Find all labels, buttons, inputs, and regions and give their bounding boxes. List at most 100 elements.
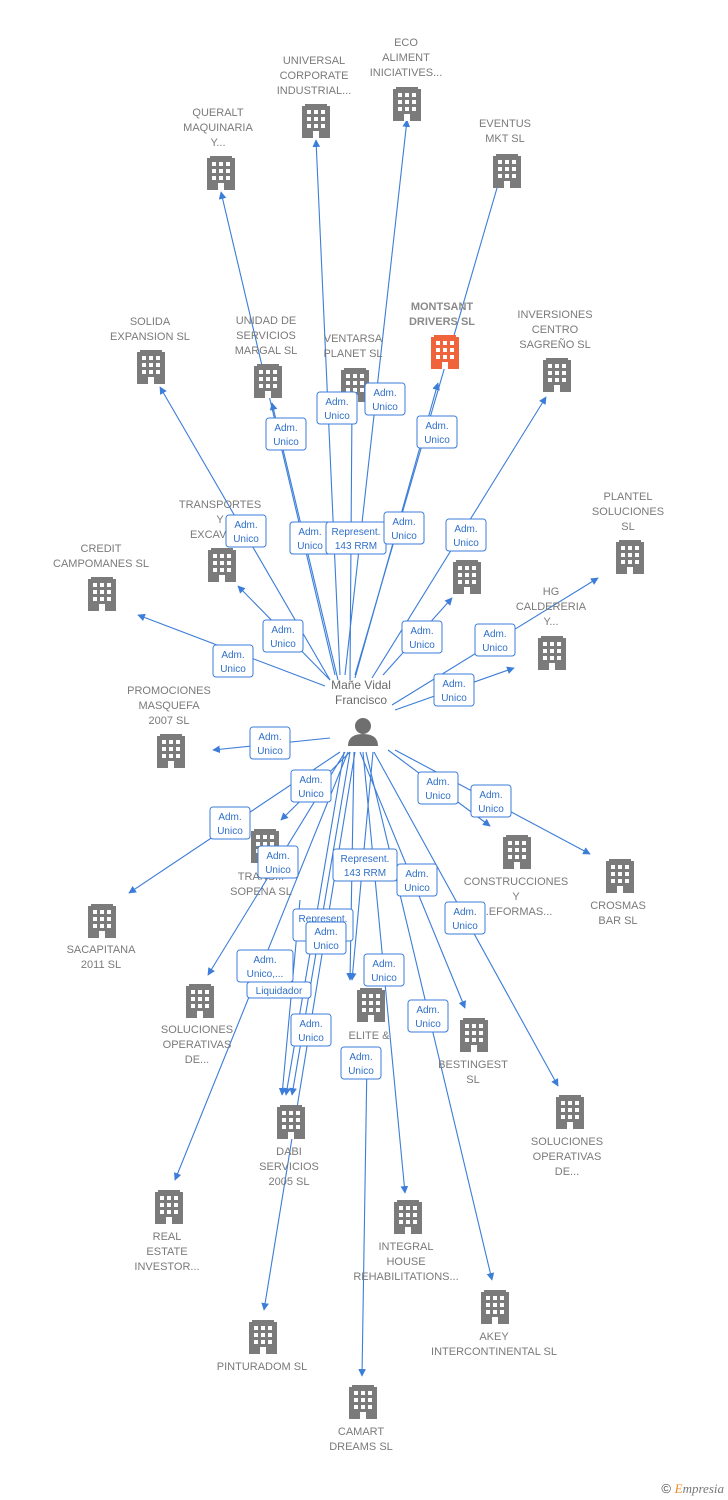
company-label: CORPORATE <box>280 70 349 82</box>
role-badge[interactable]: Adm.Unico <box>249 726 291 760</box>
role-badge[interactable]: Adm.Unico <box>401 620 443 654</box>
company-label: REHABILITATIONS... <box>353 1271 458 1283</box>
company-node-eco-aliment[interactable]: ECOALIMENTINICIATIVES... <box>370 37 443 121</box>
badge-label: Adm. <box>314 927 337 938</box>
building-icon <box>556 1095 584 1129</box>
company-label: CAMART <box>338 1426 385 1438</box>
company-label: CENTRO <box>532 324 579 336</box>
company-label: SOLUCIONES <box>531 1136 603 1148</box>
role-badge[interactable]: Adm.Unico <box>265 417 307 451</box>
badge-box <box>417 771 459 805</box>
company-node-soluciones-right[interactable]: SOLUCIONESOPERATIVASDE... <box>531 1095 603 1178</box>
company-node-camart[interactable]: CAMART DREAMS SL <box>329 1385 393 1453</box>
badge-label: Unico <box>313 941 339 952</box>
role-badge[interactable]: Represent.143 RRM <box>332 848 398 882</box>
badge-label: Unico <box>424 435 450 446</box>
role-badge[interactable]: Adm.Unico <box>433 673 475 707</box>
role-badge[interactable]: Adm.Unico <box>396 863 438 897</box>
badge-box <box>249 726 291 760</box>
building-icon <box>616 540 644 574</box>
center-person[interactable]: Mañe Vidal Francisco <box>331 678 391 746</box>
company-label: PROMOCIONES <box>127 685 211 697</box>
building-icon <box>349 1385 377 1419</box>
company-node-soluciones-left[interactable]: SOLUCIONESOPERATIVASDE... <box>161 984 233 1066</box>
company-label: BESTINGEST <box>438 1059 508 1071</box>
center-name-line-1: Mañe Vidal <box>331 678 391 692</box>
role-badge[interactable]: Adm.Unico <box>340 1046 382 1080</box>
company-label: ...EFORMAS... <box>480 906 553 918</box>
role-badge[interactable]: Adm.Unico <box>316 391 358 425</box>
copyright-icon: © <box>661 1481 672 1496</box>
company-node-hg[interactable]: HGCALDERERIAY... <box>516 586 587 670</box>
company-label: DE... <box>185 1054 209 1066</box>
role-badge[interactable]: Adm.Unico <box>289 521 331 555</box>
role-badge[interactable]: Adm.Unico,... <box>236 949 294 983</box>
role-badge[interactable]: Adm.Unico <box>257 845 299 879</box>
badge-label: Adm. <box>483 629 506 640</box>
company-label: SERVICIOS <box>236 330 296 342</box>
role-badge[interactable]: Adm.Unico <box>363 953 405 987</box>
badge-label: Adm. <box>426 777 449 788</box>
badge-label: Unico <box>453 538 479 549</box>
building-icon <box>249 1320 277 1354</box>
badge-box <box>246 981 312 999</box>
role-badge[interactable]: Adm.Unico <box>290 769 332 803</box>
role-badge[interactable]: Adm.Unico <box>209 806 251 840</box>
role-badge[interactable]: Liquidador <box>246 981 312 999</box>
company-label: SOPENA SL <box>230 886 292 898</box>
company-label: DABI <box>276 1146 302 1158</box>
role-badge[interactable]: Adm.Unico <box>445 518 487 552</box>
badge-label: Liquidador <box>256 986 303 997</box>
role-badge[interactable]: Adm.Unico <box>416 415 458 449</box>
role-badge[interactable]: Adm. Unico <box>364 382 406 416</box>
badge-label: Adm. <box>479 790 502 801</box>
badge-label: Unico <box>415 1019 441 1030</box>
role-badge[interactable]: Adm.Unico <box>407 999 449 1033</box>
company-label: DRIVERS SL <box>409 316 475 328</box>
badge-label: Adm. <box>266 851 289 862</box>
badges-layer: Adm.UnicoAdm.UnicoAdm.UnicoAdm.UnicoAdm.… <box>209 382 516 1080</box>
company-node-pinturadom[interactable]: PINTURADOM SL <box>217 1320 307 1373</box>
role-badge[interactable]: Adm. Unico <box>305 921 347 955</box>
footer-brand[interactable]: © Empresia <box>661 1481 724 1497</box>
badge-label: Unico <box>404 883 430 894</box>
role-badge[interactable]: Represent.143 RRM <box>325 521 387 555</box>
role-badge[interactable]: Adm.Unico <box>225 514 267 548</box>
company-node-integral[interactable]: INTEGRALHOUSEREHABILITATIONS... <box>353 1200 459 1283</box>
role-badge[interactable]: Adm.Unico <box>290 1013 332 1047</box>
badge-label: Adm. <box>373 388 396 399</box>
badge-label: 143 RRM <box>335 541 377 552</box>
role-badge[interactable]: Adm.Unico <box>262 619 304 653</box>
company-node-construcciones[interactable]: CONSTRUCCIONESY...EFORMAS... <box>464 835 569 918</box>
badge-label: Adm. <box>271 625 294 636</box>
company-label: DREAMS SL <box>329 1441 393 1453</box>
role-badge[interactable]: Adm.Unico <box>474 623 516 657</box>
role-badge[interactable]: Adm.Unico <box>444 901 486 935</box>
company-label: SOLIDA <box>130 316 171 328</box>
company-label: TRANSPORTES <box>179 499 261 511</box>
company-label: VENTARSA <box>324 333 383 345</box>
badge-label: Unico <box>372 402 398 413</box>
role-badge[interactable]: Adm.Unico <box>417 771 459 805</box>
company-node-queralt[interactable]: QUERALTMAQUINARIAY... <box>183 107 253 190</box>
role-badge[interactable]: Adm.Unico <box>383 511 425 545</box>
role-badge[interactable]: Adm.Unico <box>212 644 254 678</box>
badge-label: Unico <box>233 534 259 545</box>
company-node-real-estate[interactable]: REALESTATEINVESTOR... <box>134 1190 200 1273</box>
company-node-universal-corporate[interactable]: UNIVERSALCORPORATEINDUSTRIAL... <box>277 55 352 138</box>
role-badge[interactable]: Adm.Unico <box>470 784 512 818</box>
